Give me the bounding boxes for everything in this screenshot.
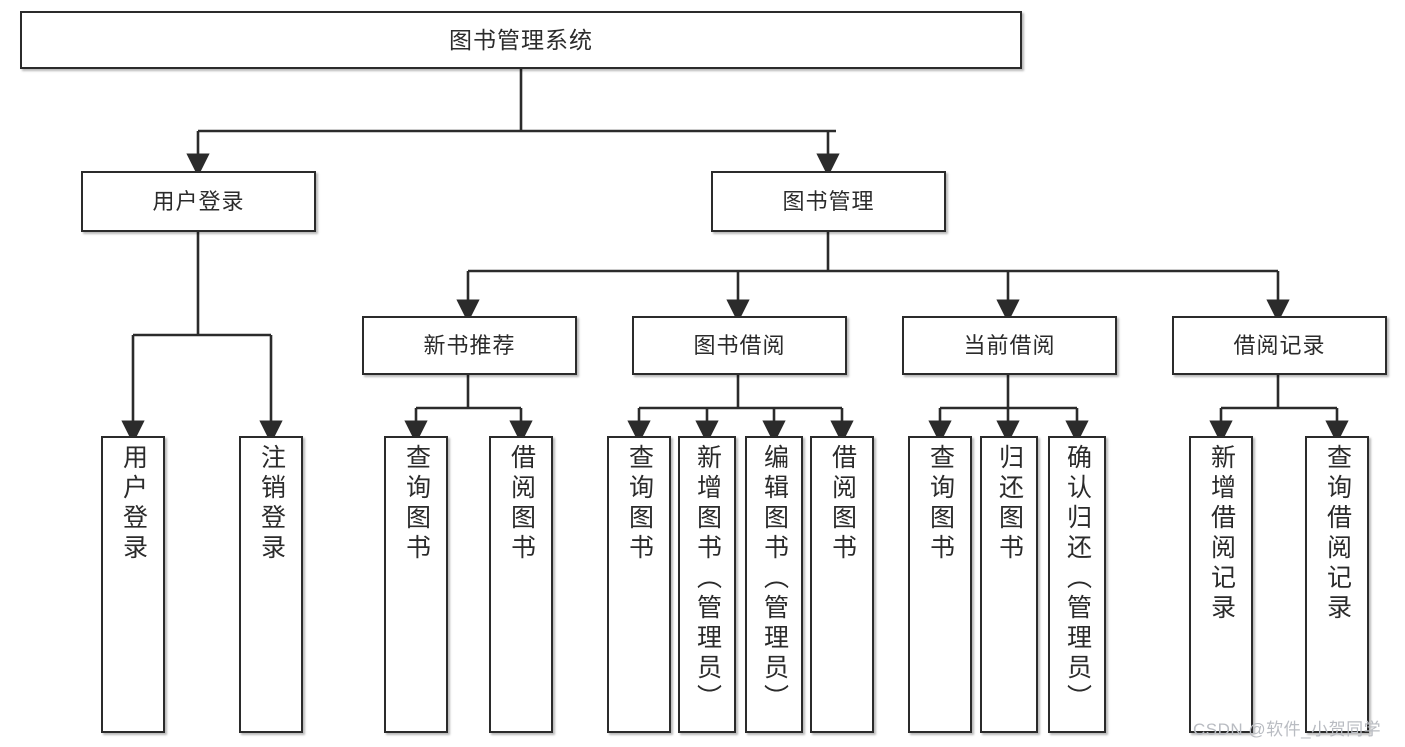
node-root-label: 图书管理系统 <box>449 26 593 53</box>
node-root[interactable]: 图书管理系统 <box>20 11 1022 69</box>
node-leaf-add-borrow-record-label: 新增借阅记录 <box>1207 444 1236 624</box>
node-leaf-user-login[interactable]: 用户登录 <box>101 436 165 733</box>
node-book-management-label: 图书管理 <box>782 188 875 214</box>
node-leaf-confirm-return-admin-label: 确认归还（管理员） <box>1063 444 1092 714</box>
node-leaf-return-book-label: 归还图书 <box>995 444 1024 564</box>
node-borrow-record-label: 借阅记录 <box>1233 332 1326 358</box>
node-leaf-confirm-return-admin[interactable]: 确认归还（管理员） <box>1048 436 1106 733</box>
node-leaf-borrow-book[interactable]: 借阅图书 <box>810 436 874 733</box>
node-leaf-return-book[interactable]: 归还图书 <box>980 436 1038 733</box>
node-book-management[interactable]: 图书管理 <box>711 171 946 232</box>
node-new-book-recommend[interactable]: 新书推荐 <box>362 316 577 375</box>
node-leaf-query-book-current-label: 查询图书 <box>926 444 955 564</box>
node-leaf-user-login-label: 用户登录 <box>119 444 148 564</box>
node-borrow-record[interactable]: 借阅记录 <box>1172 316 1387 375</box>
node-leaf-add-book-admin-label: 新增图书（管理员） <box>693 444 722 714</box>
node-new-book-recommend-label: 新书推荐 <box>423 332 516 358</box>
node-leaf-query-book-borrow[interactable]: 查询图书 <box>607 436 671 733</box>
node-book-borrow[interactable]: 图书借阅 <box>632 316 847 375</box>
node-user-login[interactable]: 用户登录 <box>81 171 316 232</box>
node-leaf-query-book-current[interactable]: 查询图书 <box>908 436 972 733</box>
node-leaf-logout[interactable]: 注销登录 <box>239 436 303 733</box>
node-current-borrow[interactable]: 当前借阅 <box>902 316 1117 375</box>
node-leaf-query-book-recommend[interactable]: 查询图书 <box>384 436 448 733</box>
node-leaf-edit-book-admin[interactable]: 编辑图书（管理员） <box>745 436 803 733</box>
node-leaf-borrow-book-recommend[interactable]: 借阅图书 <box>489 436 553 733</box>
node-leaf-add-borrow-record[interactable]: 新增借阅记录 <box>1189 436 1253 733</box>
node-leaf-logout-label: 注销登录 <box>257 444 286 564</box>
node-leaf-query-book-recommend-label: 查询图书 <box>402 444 431 564</box>
node-leaf-borrow-book-label: 借阅图书 <box>828 444 857 564</box>
node-leaf-query-book-borrow-label: 查询图书 <box>625 444 654 564</box>
node-leaf-edit-book-admin-label: 编辑图书（管理员） <box>760 444 789 714</box>
node-current-borrow-label: 当前借阅 <box>963 332 1056 358</box>
node-leaf-query-borrow-record[interactable]: 查询借阅记录 <box>1305 436 1369 733</box>
node-leaf-add-book-admin[interactable]: 新增图书（管理员） <box>678 436 736 733</box>
node-leaf-borrow-book-recommend-label: 借阅图书 <box>507 444 536 564</box>
node-leaf-query-borrow-record-label: 查询借阅记录 <box>1323 444 1352 624</box>
node-user-login-label: 用户登录 <box>152 188 245 214</box>
csdn-watermark: CSDN @软件_小贺同学 <box>1193 720 1382 739</box>
node-book-borrow-label: 图书借阅 <box>693 332 786 358</box>
